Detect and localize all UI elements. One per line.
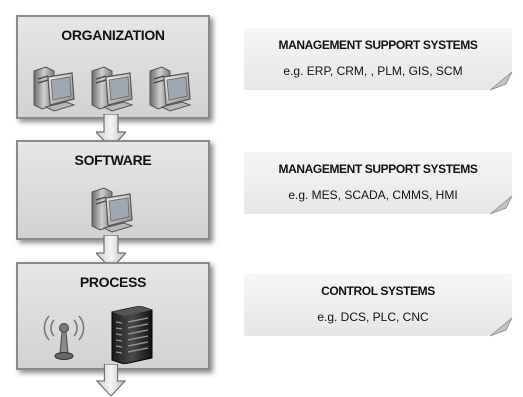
- note-examples: e.g. MES, SCADA, CMMS, HMI: [288, 188, 458, 202]
- system-note: CONTROL SYSTEMS e.g. DCS, PLC, CNC: [244, 274, 512, 336]
- page-curl-icon: [489, 72, 513, 91]
- level-title: ORGANIZATION: [61, 27, 165, 43]
- organization-level-box: ORGANIZATION: [16, 15, 210, 119]
- note-title: CONTROL SYSTEMS: [321, 284, 435, 298]
- down-arrow-icon: [96, 364, 126, 396]
- antenna-icon: [43, 315, 85, 360]
- note-title: MANAGEMENT SUPPORT SYSTEMS: [278, 38, 478, 52]
- computer-icon: [33, 66, 75, 112]
- system-note: MANAGEMENT SUPPORT SYSTEMS e.g. MES, SCA…: [244, 152, 512, 214]
- computer-icon: [91, 187, 133, 233]
- page-curl-icon: [489, 318, 513, 337]
- level-title: SOFTWARE: [74, 152, 152, 168]
- note-title: MANAGEMENT SUPPORT SYSTEMS: [278, 162, 478, 176]
- process-level-box: PROCESS: [16, 262, 210, 370]
- note-examples: e.g. ERP, CRM, , PLM, GIS, SCM: [283, 64, 463, 78]
- computer-icon: [91, 66, 133, 112]
- page-curl-icon: [489, 196, 513, 215]
- system-note: MANAGEMENT SUPPORT SYSTEMS e.g. ERP, CRM…: [244, 28, 512, 90]
- computer-icon: [149, 66, 191, 112]
- note-examples: e.g. DCS, PLC, CNC: [317, 310, 429, 324]
- level-title: PROCESS: [79, 274, 147, 290]
- down-arrow-icon: [96, 235, 126, 269]
- server-rack-icon: [111, 306, 153, 364]
- software-level-box: SOFTWARE: [16, 140, 210, 240]
